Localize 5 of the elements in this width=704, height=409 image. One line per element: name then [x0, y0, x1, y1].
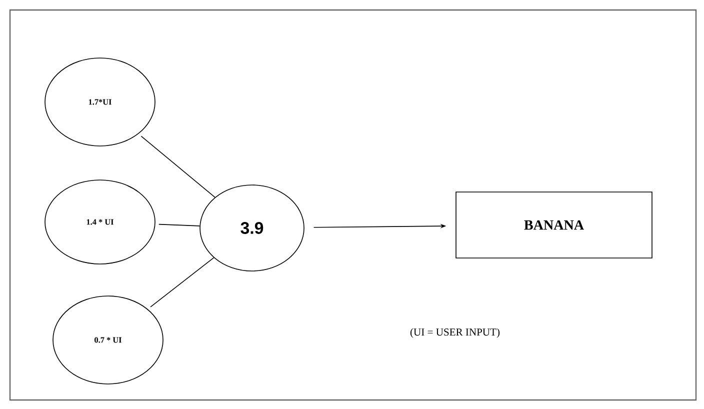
connector-line	[140, 136, 216, 198]
note: (UI = USER INPUT)	[410, 328, 500, 338]
output-box: BANANA	[456, 192, 652, 258]
connector-line	[158, 224, 200, 226]
connector-line	[150, 257, 214, 308]
